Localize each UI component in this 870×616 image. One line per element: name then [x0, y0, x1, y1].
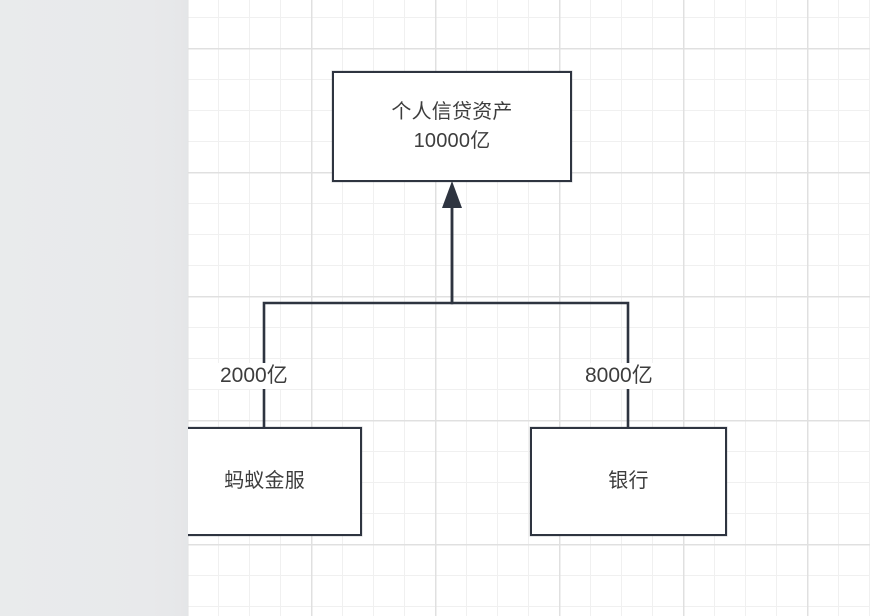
- node-bank[interactable]: 银行: [530, 427, 727, 536]
- edge-label-bank-to-asset[interactable]: 8000亿: [579, 363, 659, 389]
- node-bank-label: 银行: [608, 470, 649, 492]
- node-asset-label: 个人信贷资产 10000亿: [391, 100, 513, 152]
- left-side-panel: [0, 0, 188, 616]
- edge-label-ant-to-asset[interactable]: 2000亿: [214, 363, 294, 389]
- node-ant-label: 蚂蚁金服: [224, 470, 305, 492]
- node-ant[interactable]: 蚂蚁金服: [167, 427, 362, 536]
- node-asset[interactable]: 个人信贷资产 10000亿: [332, 71, 572, 182]
